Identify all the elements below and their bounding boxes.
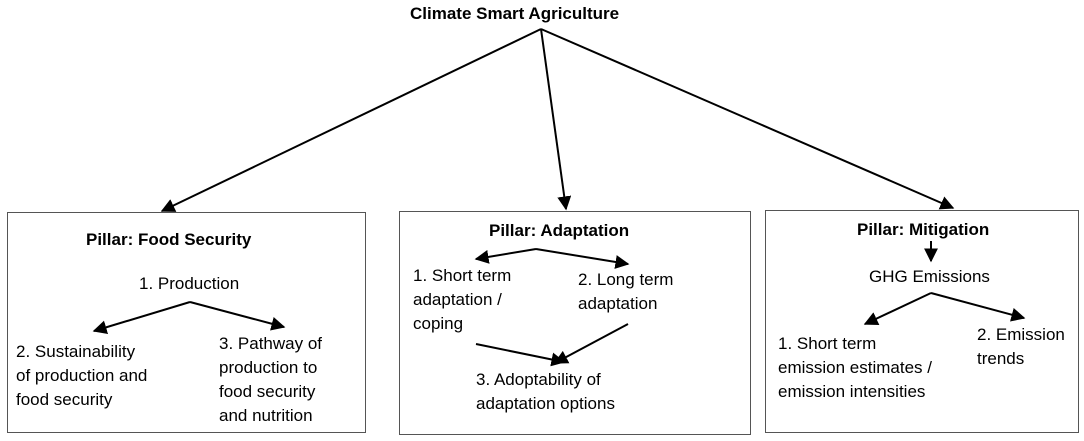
arrow-to-adaptation [540,28,572,211]
pillar-heading-food-security: Pillar: Food Security [86,230,252,249]
node-line: of production and [16,366,148,385]
arrow-production-to-pathway [189,301,286,331]
node-line: food security [219,382,316,401]
arrow-adaptation-to-short-term [474,248,537,264]
node-line: production to [219,358,318,377]
node-long-term-adaptation: 2. Long term adaptation [578,268,673,316]
node-line: 2. Emission [977,325,1065,344]
node-line: trends [977,349,1025,368]
node-short-term-emission: 1. Short term emission estimates / emiss… [778,332,932,404]
node-line: and nutrition [219,406,313,425]
node-line: adaptation options [476,394,615,413]
pillar-box-food-security [7,212,366,433]
node-pathway: 3. Pathway of production to food securit… [219,332,322,428]
node-line: adaptation [578,294,658,313]
node-line: adaptation / [413,290,502,309]
node-short-term-adaptation: 1. Short term adaptation / coping [413,264,511,336]
diagram-title: Climate Smart Agriculture [410,4,620,23]
arrow-ghg-to-trends [930,292,1026,322]
node-line: emission estimates / [778,358,932,377]
node-line: 3. Adoptability of [476,370,601,389]
node-line: 1. Short term [413,266,512,285]
arrow-short-term-to-adoptability [475,343,566,367]
node-sustainability: 2. Sustainability of production and food… [16,340,147,412]
pillar-heading-mitigation: Pillar: Mitigation [857,220,990,239]
arrow-long-term-to-adoptability [553,323,629,364]
pillar-box-mitigation [765,210,1079,433]
node-line: emission intensities [778,382,926,401]
node-line: 3. Pathway of [219,334,323,353]
pillar-heading-adaptation: Pillar: Adaptation [489,221,630,240]
node-line: 2. Long term [578,270,674,289]
arrow-production-to-sustainability [92,301,191,335]
node-line: food security [16,390,113,409]
node-ghg-emissions: GHG Emissions [869,267,990,286]
arrow-to-food-security [160,28,542,212]
node-production: 1. Production [139,274,240,293]
arrow-to-mitigation [540,28,955,210]
node-adoptability: 3. Adoptability of adaptation options [476,368,615,416]
pillar-box-adaptation [399,211,751,435]
arrow-adaptation-to-long-term [535,248,630,269]
node-line: 2. Sustainability [16,342,136,361]
node-emission-trends: 2. Emission trends [977,323,1065,371]
node-line: coping [413,314,464,333]
arrow-ghg-to-short-term [863,292,932,325]
node-line: 1. Short term [778,334,877,353]
